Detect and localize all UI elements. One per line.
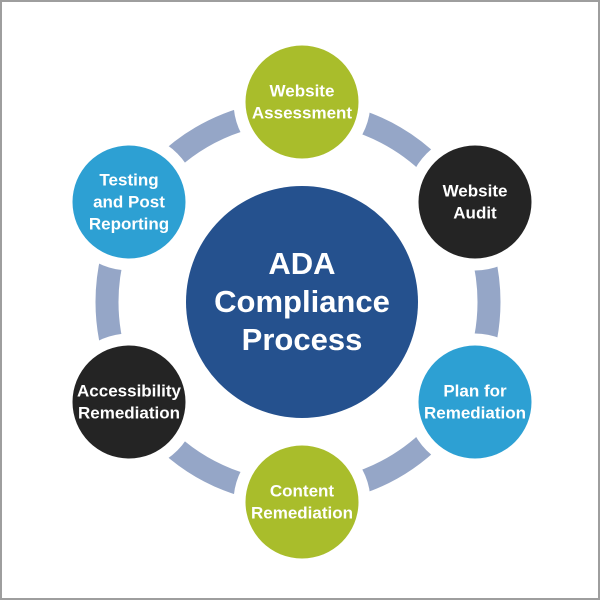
step-label: Testing and Post Reporting xyxy=(88,170,170,233)
center-title: ADA Compliance Process xyxy=(214,246,390,357)
step-website-assessment: Website Assessment xyxy=(245,45,359,159)
step-label: Website Audit xyxy=(442,181,508,222)
step-label: Website Assessment xyxy=(251,81,353,122)
step-plan-for-remediation: Plan for Remediation xyxy=(418,345,532,459)
step-content-remediation: Content Remediation xyxy=(245,445,359,559)
step-testing-and-post-reporting: Testing and Post Reporting xyxy=(72,145,186,259)
step-label: Plan for Remediation xyxy=(423,381,527,422)
step-website-audit: Website Audit xyxy=(418,145,532,259)
step-label: Accessibility Remediation xyxy=(77,381,181,422)
center-circle: ADA Compliance Process xyxy=(186,186,418,418)
step-label: Content Remediation xyxy=(250,481,354,522)
step-accessibility-remediation: Accessibility Remediation xyxy=(72,345,186,459)
